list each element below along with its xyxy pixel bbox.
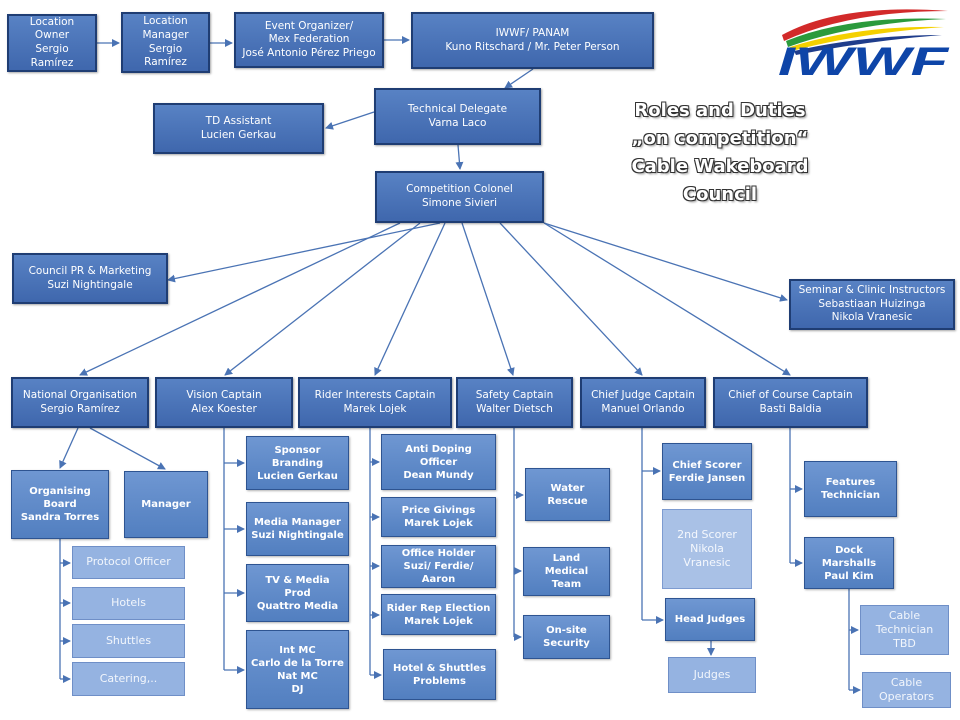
node-tv-media[interactable]: TV & Media Prod Quattro Media <box>246 564 349 622</box>
node-rider-rep-election[interactable]: Rider Rep Election Marek Lojek <box>381 594 496 635</box>
node-cable-technician[interactable]: Cable Technician TBD <box>860 605 949 655</box>
node-chief-judge-captain[interactable]: Chief Judge Captain Manuel Orlando <box>580 377 706 428</box>
node-shuttles[interactable]: Shuttles <box>72 624 185 658</box>
node-vision-captain[interactable]: Vision Captain Alex Koester <box>155 377 293 428</box>
node-rider-interests-captain[interactable]: Rider Interests Captain Marek Lojek <box>298 377 452 428</box>
node-safety-captain[interactable]: Safety Captain Walter Dietsch <box>456 377 573 428</box>
connector-line <box>504 68 534 89</box>
connector-line <box>461 222 515 376</box>
connector-lines <box>59 36 861 694</box>
chart-title: Roles and Duties „on competition“ Cable … <box>631 100 809 205</box>
node-location-owner[interactable]: Location Owner Sergio Ramírez <box>7 14 97 72</box>
node-dock-marshalls[interactable]: Dock Marshalls Paul Kim <box>804 537 894 589</box>
node-land-medical-team[interactable]: Land Medical Team <box>523 547 610 596</box>
node-technical-delegate[interactable]: Technical Delegate Varna Laco <box>374 88 541 145</box>
iwwf-logo: IWWF <box>778 9 950 77</box>
node-location-manager[interactable]: Location Manager Sergio Ramírez <box>121 12 210 73</box>
node-onsite-security[interactable]: On-site Security <box>523 615 610 659</box>
node-chief-scorer[interactable]: Chief Scorer Ferdie Jansen <box>662 443 752 500</box>
node-iwwf-panam[interactable]: IWWF/ PANAM Kuno Ritschard / Mr. Peter P… <box>411 12 654 69</box>
node-cable-operators[interactable]: Cable Operators <box>862 672 951 708</box>
node-int-mc[interactable]: Int MC Carlo de la Torre Nat MC DJ <box>246 630 349 709</box>
connector-line <box>374 222 446 376</box>
logo-swoosh-navy <box>794 35 942 55</box>
connector-line <box>499 222 643 376</box>
node-head-judges[interactable]: Head Judges <box>665 598 755 641</box>
node-council-pr[interactable]: Council PR & Marketing Suzi Nightingale <box>12 253 168 304</box>
connector-line <box>325 111 375 130</box>
connector-line <box>543 222 788 302</box>
connector-line <box>79 222 401 376</box>
node-national-organisation[interactable]: National Organisation Sergio Ramírez <box>11 377 149 428</box>
node-hotels[interactable]: Hotels <box>72 587 185 620</box>
connector-line <box>59 427 79 469</box>
node-protocol-officer[interactable]: Protocol Officer <box>72 546 185 579</box>
node-event-organizer[interactable]: Event Organizer/ Mex Federation José Ant… <box>234 12 384 68</box>
node-anti-doping-officer[interactable]: Anti Doping Officer Dean Mundy <box>381 434 496 490</box>
connector-line <box>224 222 421 376</box>
node-chief-of-course-captain[interactable]: Chief of Course Captain Basti Baldia <box>713 377 868 428</box>
connector-line <box>89 427 166 470</box>
node-competition-colonel[interactable]: Competition Colonel Simone Sivieri <box>375 171 544 223</box>
node-judges[interactable]: Judges <box>668 657 756 693</box>
node-price-givings[interactable]: Price Givings Marek Lojek <box>381 497 496 537</box>
node-features-technician[interactable]: Features Technician <box>804 461 897 517</box>
node-water-rescue[interactable]: Water Rescue <box>525 468 610 521</box>
node-second-scorer[interactable]: 2nd Scorer Nikola Vranesic <box>662 509 752 589</box>
node-media-manager[interactable]: Media Manager Suzi Nightingale <box>246 502 349 556</box>
node-hotel-shuttles-problems[interactable]: Hotel & Shuttles Problems <box>383 649 496 700</box>
node-catering[interactable]: Catering,.. <box>72 662 185 696</box>
node-organising-board[interactable]: Organising Board Sandra Torres <box>11 470 109 539</box>
logo-swoosh-green <box>786 18 946 47</box>
node-manager[interactable]: Manager <box>124 471 208 538</box>
connector-line <box>543 222 791 376</box>
node-td-assistant[interactable]: TD Assistant Lucien Gerkau <box>153 103 324 154</box>
logo-swoosh-red <box>782 9 948 41</box>
node-sponsor-branding[interactable]: Sponsor Branding Lucien Gerkau <box>246 436 349 490</box>
logo-swooshes <box>782 9 948 55</box>
logo-swoosh-yellow <box>790 26 944 51</box>
logo-wordmark: IWWF <box>778 40 950 77</box>
node-seminar-instructors[interactable]: Seminar & Clinic Instructors Sebastiaan … <box>789 279 955 330</box>
connector-line <box>455 144 464 170</box>
node-office-holder[interactable]: Office Holder Suzi/ Ferdie/ Aaron <box>381 545 496 588</box>
connector-line <box>167 222 441 283</box>
